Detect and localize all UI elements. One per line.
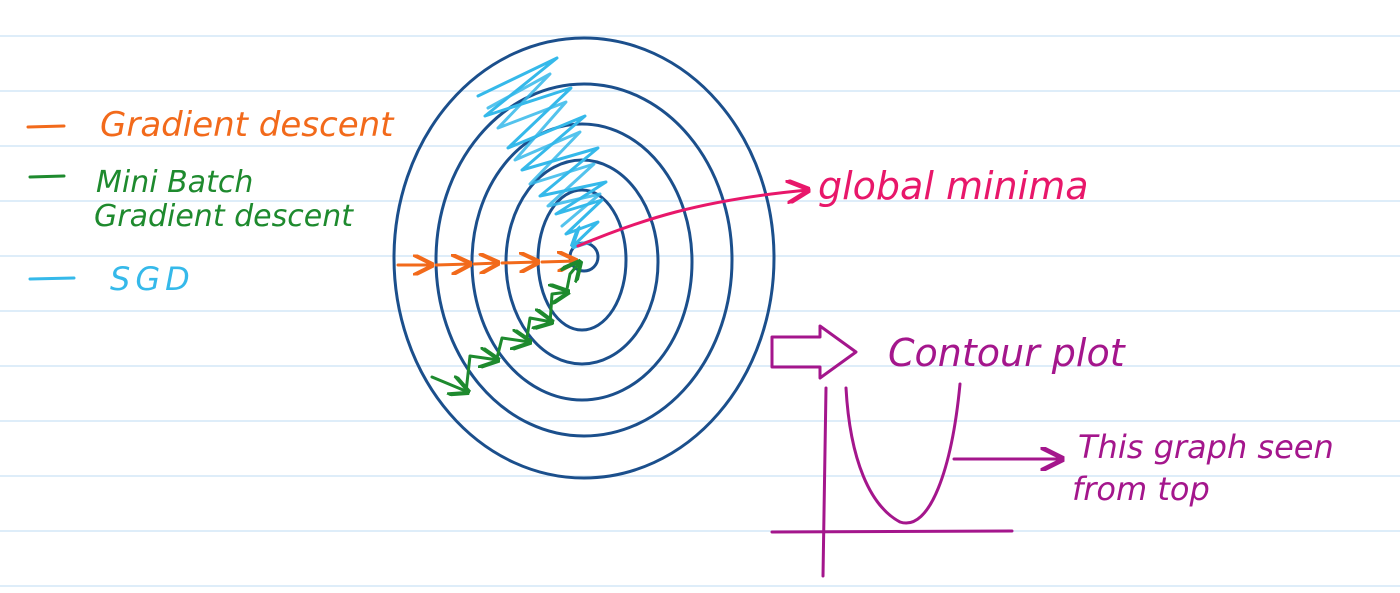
mb-step-arrow-3 xyxy=(494,338,530,364)
legend: Gradient descent Mini Batch Gradient des… xyxy=(26,105,395,298)
graph-seen-label-line2: from top xyxy=(1072,470,1210,508)
ruled-lines xyxy=(0,35,1400,587)
contour-rings xyxy=(392,36,776,480)
mb-step-arrow-4 xyxy=(524,318,552,346)
block-arrow-icon xyxy=(770,324,858,380)
u-curve-graph xyxy=(770,382,1014,578)
gd-step-arrow-3 xyxy=(472,263,498,264)
global-minima-arrow xyxy=(576,190,808,248)
contour-ring xyxy=(392,36,776,480)
graph-y-axis xyxy=(821,386,828,578)
graph-u-curve xyxy=(844,382,962,525)
sgd-zigzag-arrow xyxy=(476,56,608,246)
legend-dash-gradient-descent xyxy=(26,124,66,129)
mini-batch-path xyxy=(430,262,580,394)
legend-label-gradient-descent: Gradient descent xyxy=(100,105,395,145)
mb-step-arrow-5 xyxy=(550,292,568,326)
graph-seen-label-line1: This graph seen xyxy=(1078,428,1334,466)
legend-label-mini-batch-line1: Mini Batch xyxy=(96,165,253,200)
graph-x-axis xyxy=(770,529,1014,534)
sgd-path xyxy=(476,56,608,246)
mb-step-arrow-2 xyxy=(464,356,498,394)
mb-step-arrow-1 xyxy=(430,377,468,392)
legend-label-sgd: SGD xyxy=(110,260,195,298)
legend-dash-sgd xyxy=(28,276,76,281)
contour-plot-label: Contour plot xyxy=(888,331,1127,375)
global-minima-label: global minima xyxy=(818,164,1089,208)
mb-step-arrow-6 xyxy=(566,262,580,296)
sgd-zigzag-arrow-echo xyxy=(486,72,602,228)
gd-step-arrow-5 xyxy=(540,261,576,262)
gradient-descent-path xyxy=(396,261,576,265)
gd-step-arrow-2 xyxy=(434,264,470,265)
contour-ring xyxy=(434,82,734,438)
legend-dash-mini-batch xyxy=(28,174,66,179)
legend-label-mini-batch-line2: Gradient descent xyxy=(94,199,354,234)
gd-step-arrow-4 xyxy=(500,262,538,263)
